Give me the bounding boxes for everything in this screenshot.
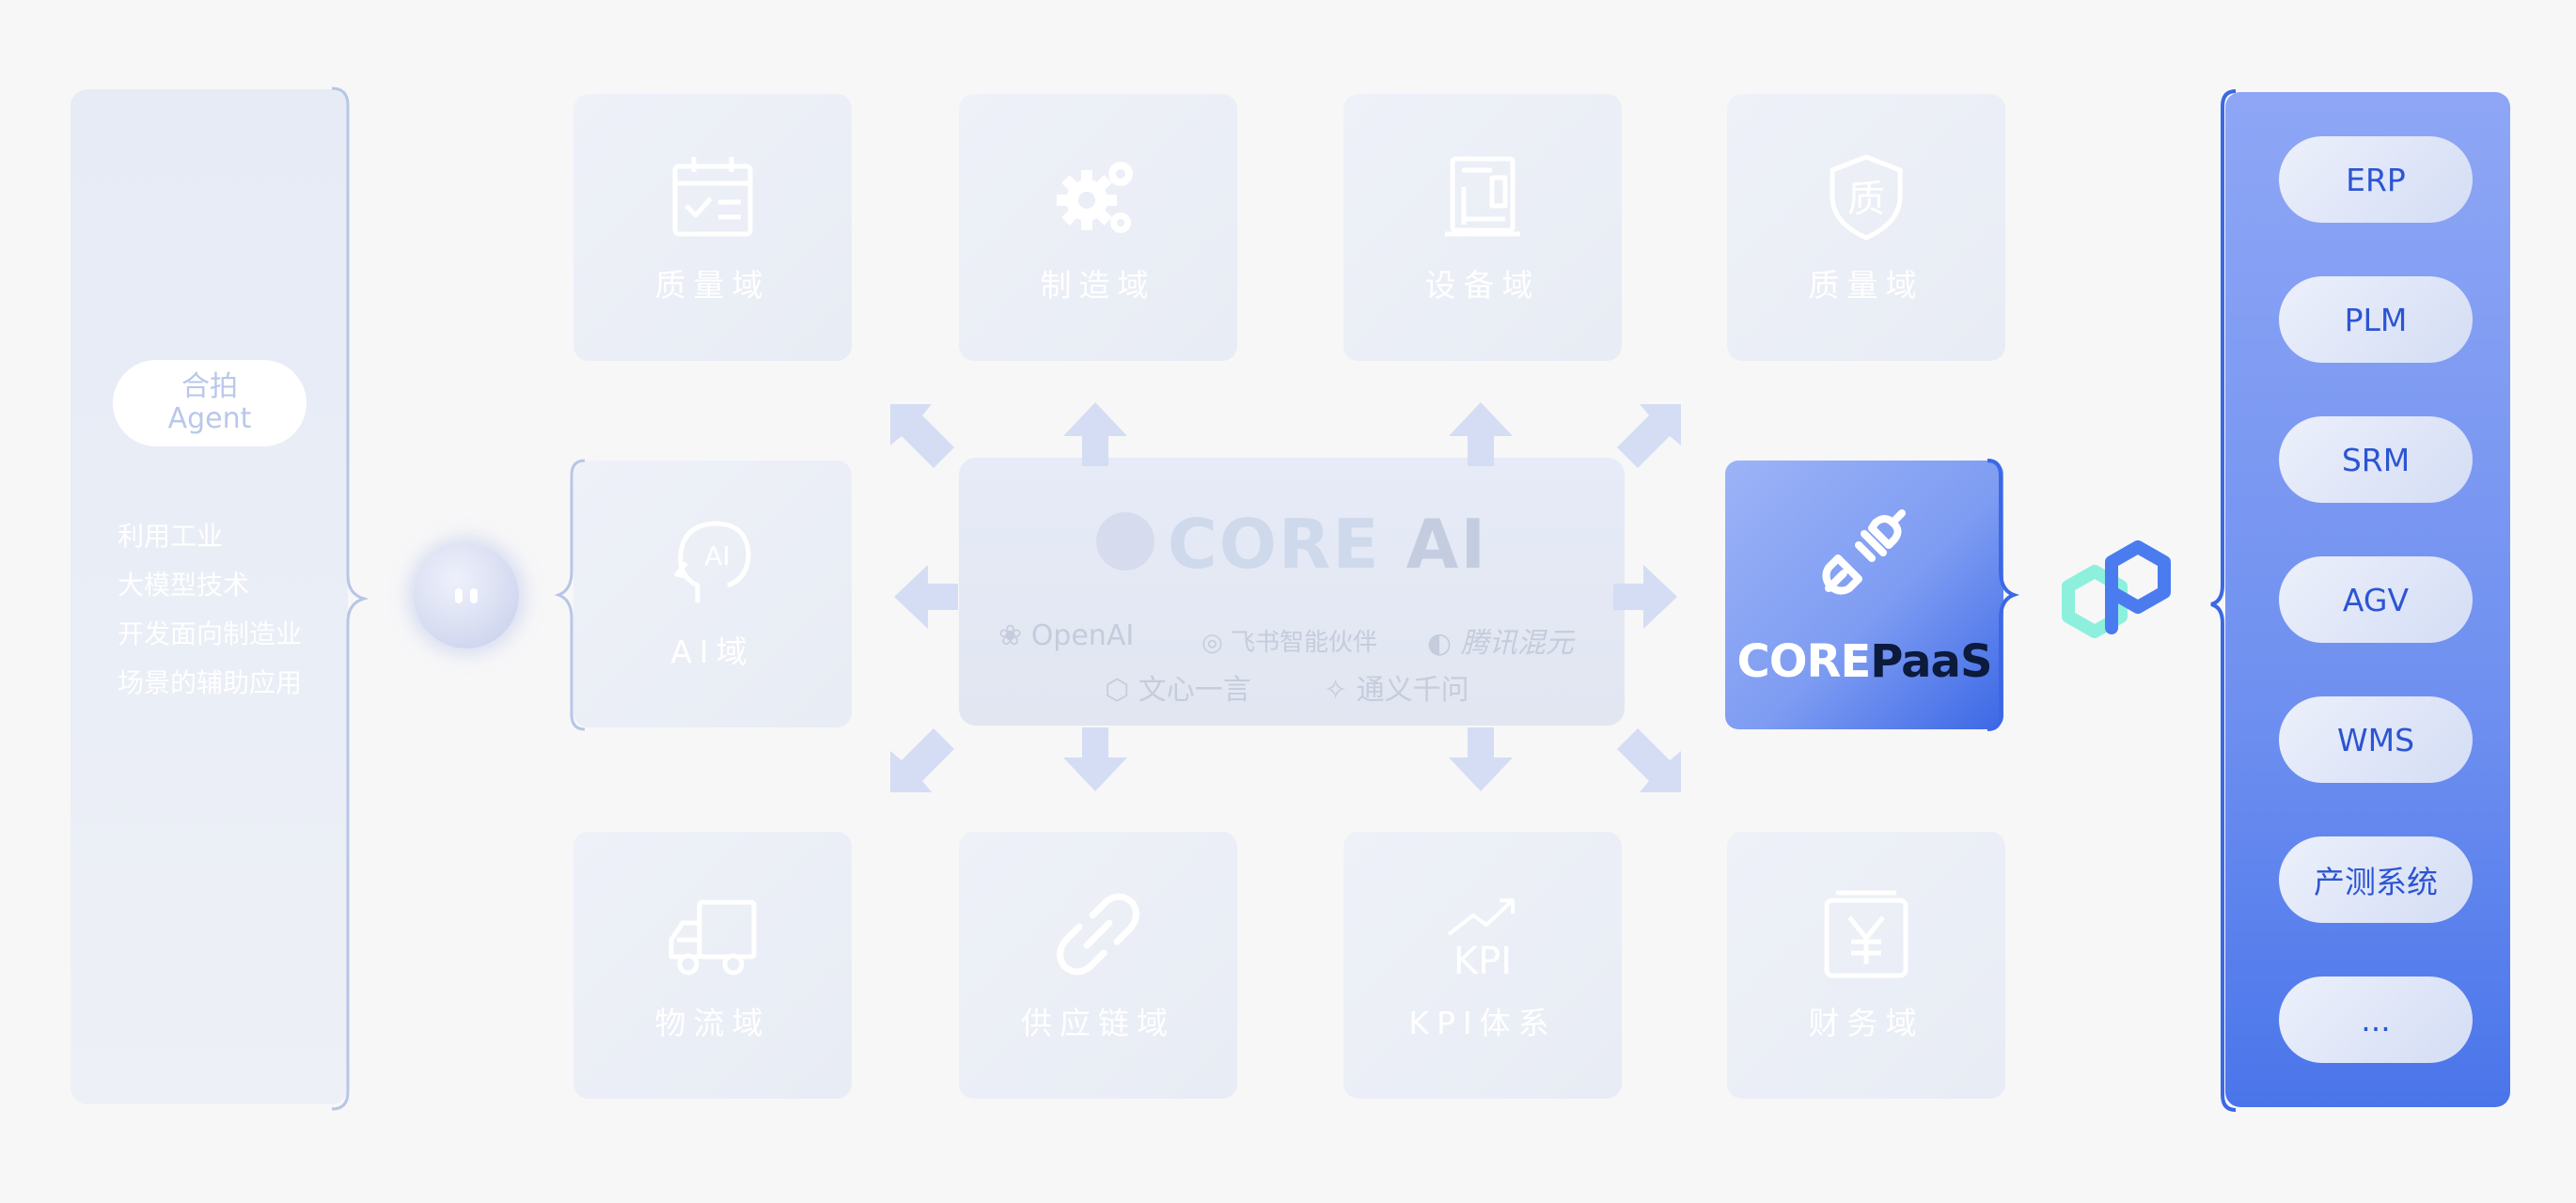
partner-label: 通义千问	[1356, 674, 1469, 707]
system-pill-more[interactable]: ...	[2279, 976, 2473, 1063]
arrow-up-icon	[1058, 397, 1133, 472]
svg-text:AI: AI	[704, 540, 730, 571]
domain-label: 质量域	[1808, 267, 1924, 304]
domain-tile-quality-top[interactable]: 质量域	[573, 94, 852, 361]
domain-tile-equipment[interactable]: 设备域	[1343, 94, 1622, 361]
domain-tile-manufacturing[interactable]: 制造域	[959, 94, 1237, 361]
machine-icon	[1445, 156, 1520, 237]
calendar-check-icon	[672, 157, 753, 237]
gears-icon	[1057, 162, 1133, 233]
domain-tile-logistics[interactable]: 物流域	[573, 832, 852, 1099]
svg-text:质: 质	[1847, 178, 1885, 221]
core-ai-title: CORE AI	[959, 505, 1625, 584]
system-pill-wms[interactable]: WMS	[2279, 696, 2473, 783]
agent-badge-title: 合拍	[181, 370, 238, 403]
arrow-down-icon	[1058, 722, 1133, 797]
domain-label: 财务域	[1808, 1005, 1924, 1041]
tongyi-icon: ✧	[1324, 674, 1348, 707]
agent-badge: 合拍 Agent	[113, 360, 306, 446]
arrow-down-icon	[1443, 722, 1518, 797]
core-ai-hub: CORE AI ❀ OpenAI ◎ 飞书智能伙伴 ◐ 腾讯混元 ⬡ 文心一言 …	[959, 458, 1625, 726]
feishu-icon: ◎	[1202, 629, 1223, 657]
arrow-up-left-icon	[888, 402, 964, 477]
partner-label: 文心一言	[1138, 674, 1251, 707]
quality-shield-icon: 质	[1830, 154, 1903, 241]
system-pill-agv[interactable]: AGV	[2279, 556, 2473, 643]
corepaas-label: COREPaaS	[1725, 635, 2003, 688]
arrow-left-icon	[888, 559, 964, 634]
domain-tile-quality-right[interactable]: 质 质量域	[1727, 94, 2005, 361]
domain-tile-kpi[interactable]: KPI KPI体系	[1343, 832, 1622, 1099]
agent-desc-line: 大模型技术	[118, 570, 250, 601]
chain-link-icon	[1057, 893, 1139, 976]
systems-brace	[2210, 89, 2237, 1112]
domain-label: 设备域	[1424, 267, 1541, 304]
agent-badge-subtitle: Agent	[167, 402, 252, 435]
domain-label: 供应链域	[1021, 1005, 1175, 1041]
agent-description: 利用工业 大模型技术 开发面向制造业 场景的辅助应用	[118, 512, 343, 708]
agent-panel	[71, 89, 348, 1104]
corepaas-logo-icon	[2062, 540, 2171, 638]
partner-label: OpenAI	[1030, 619, 1135, 652]
domain-label: 物流域	[654, 1005, 771, 1041]
wenxin-icon: ⬡	[1105, 674, 1130, 707]
core-title-ai: AI	[1406, 505, 1488, 584]
arrow-right-icon	[1608, 559, 1683, 634]
system-pill-erp[interactable]: ERP	[2279, 136, 2473, 223]
truck-icon	[668, 899, 757, 976]
partner-feishu: ◎ 飞书智能伙伴	[1202, 623, 1377, 658]
system-pill-testing[interactable]: 产测系统	[2279, 836, 2473, 923]
hunyuan-icon: ◐	[1427, 627, 1453, 660]
plug-icon	[1822, 509, 1906, 595]
partner-openai: ❀ OpenAI	[998, 619, 1134, 652]
robot-avatar-icon	[414, 543, 519, 648]
kpi-chart-icon: KPI	[1447, 898, 1515, 981]
system-pill-plm[interactable]: PLM	[2279, 276, 2473, 363]
agent-brace	[331, 86, 369, 1111]
domain-tile-ai[interactable]: AI AI域	[573, 461, 852, 727]
paas-brace	[1987, 459, 2019, 731]
corepaas-tile[interactable]: COREPaaS	[1725, 461, 2003, 729]
partner-label: 飞书智能伙伴	[1230, 629, 1377, 657]
arrow-down-right-icon	[1608, 719, 1683, 794]
corepaas-label-core: CORE	[1736, 635, 1871, 688]
arrow-up-right-icon	[1608, 402, 1683, 477]
system-pill-srm[interactable]: SRM	[2279, 416, 2473, 503]
yuan-icon	[1824, 890, 1908, 978]
corepaas-label-paas: PaaS	[1870, 635, 1992, 688]
partner-hunyuan: ◐ 腾讯混元	[1427, 619, 1574, 661]
agent-desc-line: 场景的辅助应用	[118, 667, 303, 698]
agent-desc-line: 利用工业	[118, 521, 224, 552]
agent-desc-line: 开发面向制造业	[118, 618, 303, 649]
arrow-down-left-icon	[888, 719, 964, 794]
ai-brace	[554, 459, 586, 731]
partner-tongyi: ✧ 通义千问	[1324, 666, 1469, 708]
partner-label: 腾讯混元	[1460, 627, 1574, 660]
domain-label: 质量域	[654, 267, 771, 304]
domain-label: 制造域	[1040, 267, 1156, 304]
domain-tile-finance[interactable]: 财务域	[1727, 832, 2005, 1099]
domain-label: AI域	[670, 633, 755, 670]
core-ai-face-icon	[1095, 512, 1154, 571]
arrow-up-icon	[1443, 397, 1518, 472]
core-title-core: CORE	[1167, 505, 1381, 584]
ai-head-icon: AI	[674, 521, 751, 602]
domain-label: KPI体系	[1408, 1005, 1557, 1041]
openai-icon: ❀	[998, 619, 1023, 652]
svg-text:KPI: KPI	[1453, 940, 1512, 981]
systems-panel: ERP PLM SRM AGV WMS 产测系统 ...	[2225, 92, 2510, 1107]
partner-wenxin: ⬡ 文心一言	[1105, 666, 1251, 708]
domain-tile-supply-chain[interactable]: 供应链域	[959, 832, 1237, 1099]
